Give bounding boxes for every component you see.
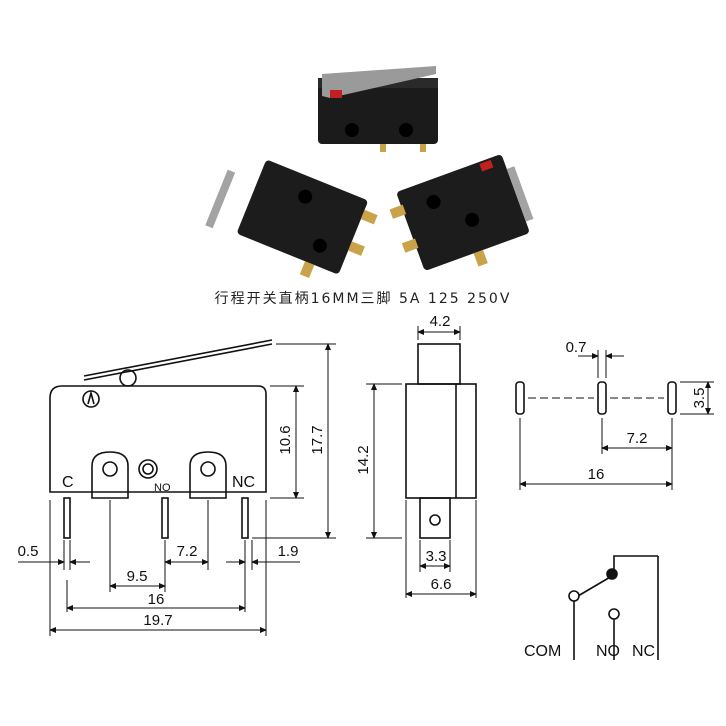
dim-7-2-front: 7.2 [177, 543, 198, 560]
front-horizontal-dims [18, 500, 300, 636]
dim-side-tab: 3.3 [426, 548, 447, 565]
dim-19-7: 19.7 [143, 612, 172, 629]
pin-footprint-view [515, 381, 677, 415]
product-photo [205, 66, 534, 278]
dim-10-6: 10.6 [277, 425, 294, 454]
schematic-label-no: NO [596, 643, 620, 660]
side-view [405, 343, 477, 539]
schematic-label-com: COM [524, 643, 561, 660]
dim-side-height: 14.2 [355, 445, 372, 474]
dim-pin-span: 16 [588, 466, 605, 483]
dim-side-base: 6.6 [431, 576, 452, 593]
dim-pin-thick: 0.7 [566, 339, 587, 356]
front-vertical-dims [252, 343, 336, 539]
pin-label-c: C [62, 474, 74, 491]
switch-schematic [568, 555, 659, 660]
side-view-dims [366, 326, 477, 598]
pin-label-no: NO [154, 482, 171, 494]
switch-photo-left [205, 160, 378, 278]
dim-17-7: 17.7 [309, 425, 326, 454]
switch-photo-right [389, 155, 534, 271]
pin-label-nc: NC [232, 474, 255, 491]
dim-side-top: 4.2 [430, 313, 451, 330]
schematic-label-nc: NC [632, 643, 655, 660]
dim-9-5: 9.5 [127, 568, 148, 585]
dim-1-9: 1.9 [278, 543, 299, 560]
switch-photo-top [318, 66, 438, 152]
pin-footprint-dims [519, 350, 714, 490]
front-view [49, 339, 273, 539]
product-caption: 行程开关直柄16MM三脚 5A 125 250V [214, 291, 512, 307]
dim-pin-height: 3.5 [691, 388, 708, 409]
dim-pin-pitch: 7.2 [627, 430, 648, 447]
dim-16-front: 16 [148, 591, 165, 608]
dim-0-5: 0.5 [18, 543, 39, 560]
